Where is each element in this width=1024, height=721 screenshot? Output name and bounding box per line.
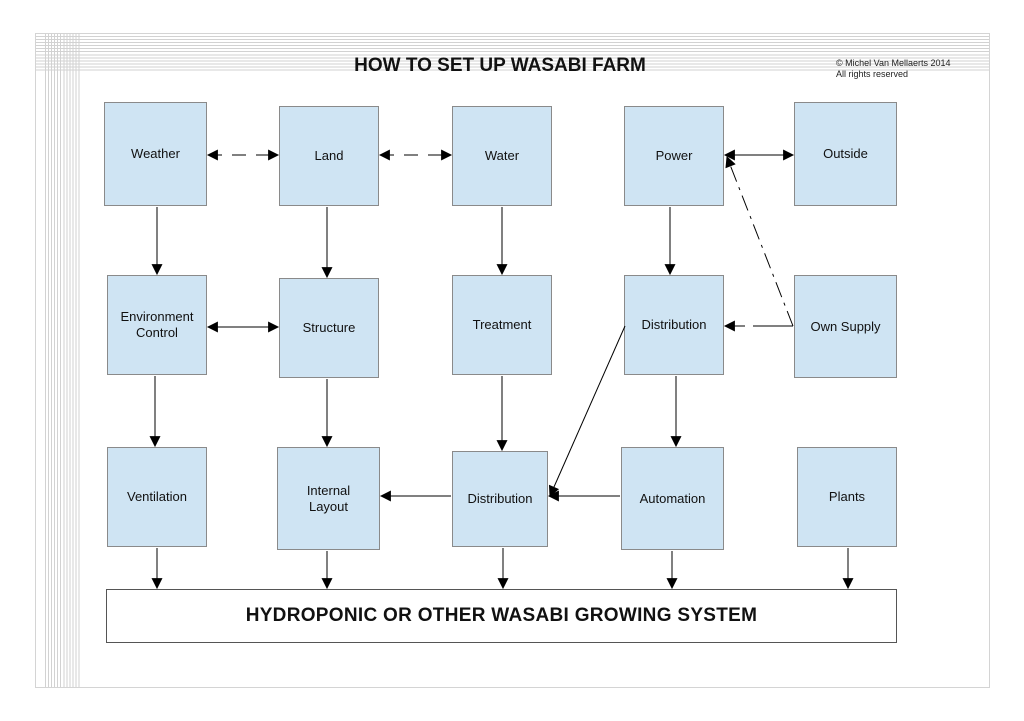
copyright-line-2: All rights reserved xyxy=(836,69,909,79)
node-internal-layout-label-1: Internal xyxy=(306,482,351,498)
node-power: Power xyxy=(624,106,724,206)
growing-system-label: HYDROPONIC OR OTHER WASABI GROWING SYSTE… xyxy=(245,605,758,626)
node-environment-control: Environment Control xyxy=(107,275,207,375)
node-distribution-power-label: Distribution xyxy=(641,317,707,332)
diagram-title: HOW TO SET UP WASABI FARM xyxy=(354,55,646,76)
node-internal-layout: Internal Layout xyxy=(277,447,380,550)
node-outside-label: Outside xyxy=(823,146,868,161)
node-environment-control-label-1: Environment xyxy=(120,309,194,324)
growing-system-box: HYDROPONIC OR OTHER WASABI GROWING SYSTE… xyxy=(106,589,897,643)
node-treatment-label: Treatment xyxy=(472,317,532,332)
node-distribution-water: Distribution xyxy=(452,451,548,547)
node-ventilation: Ventilation xyxy=(107,447,207,547)
node-treatment: Treatment xyxy=(452,275,552,375)
node-plants-label: Plants xyxy=(828,489,866,504)
node-distribution-water-label: Distribution xyxy=(467,491,533,506)
node-weather: Weather xyxy=(104,102,207,206)
arrow-power-dist-to-water-dist xyxy=(548,325,626,498)
node-distribution-power: Distribution xyxy=(624,275,724,375)
copyright-line-1: © Michel Van Mellaerts 2014 xyxy=(836,58,951,68)
arrow-ownsupply-power xyxy=(725,155,794,327)
node-environment-control-label-2: Control xyxy=(136,325,178,340)
node-power-label: Power xyxy=(655,148,693,163)
node-automation: Automation xyxy=(621,447,724,550)
copyright-notice: © Michel Van Mellaerts 2014 All rights r… xyxy=(836,58,951,80)
node-land-label: Land xyxy=(314,148,344,163)
node-own-supply: Own Supply xyxy=(794,275,897,378)
node-structure: Structure xyxy=(279,278,379,378)
node-outside: Outside xyxy=(794,102,897,206)
node-water-label: Water xyxy=(484,148,520,163)
node-weather-label: Weather xyxy=(131,146,180,161)
node-land: Land xyxy=(279,106,379,206)
node-structure-label: Structure xyxy=(302,320,356,335)
node-internal-layout-label-2: Layout xyxy=(308,498,349,514)
node-own-supply-label: Own Supply xyxy=(810,318,881,334)
node-automation-label: Automation xyxy=(639,490,706,506)
node-plants: Plants xyxy=(797,447,897,547)
node-water: Water xyxy=(452,106,552,206)
node-ventilation-label: Ventilation xyxy=(127,489,187,504)
